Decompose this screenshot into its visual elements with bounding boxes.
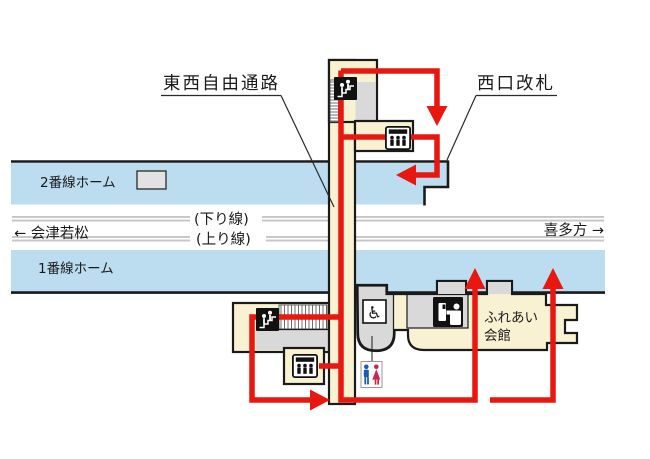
route-arrow-up-2: [542, 268, 564, 289]
west-gate-step-outline: [423, 160, 450, 206]
ticket-window-icon: [433, 297, 463, 327]
north-stairs-landing: [355, 82, 376, 122]
route-arrow-down: [426, 106, 448, 126]
up-line-label: (上り線): [196, 231, 251, 248]
building-name-line2: 会館: [484, 328, 511, 344]
wheelchair-icon: ♿: [362, 299, 387, 324]
restroom-female-figure: [372, 364, 381, 385]
stairs-icon-north: [333, 76, 358, 101]
route-east-to-platform: [490, 289, 556, 403]
down-line-label: (下り線): [194, 211, 249, 228]
building-door-north-1: [438, 282, 465, 294]
direction-right-label: 喜多方 →: [544, 222, 604, 239]
passage-label: 東西自由通路: [163, 74, 280, 94]
up-line-track: [12, 236, 604, 242]
building-door-north-2: [488, 282, 511, 294]
direction-left-label: ← 会津若松: [14, 225, 89, 242]
west-gate-leader-line: [446, 95, 477, 161]
route-arrow-up-1: [464, 268, 486, 289]
passage-leader-line: [280, 95, 335, 208]
tracks: (下り線) (上り線) ← 会津若松 喜多方 →: [12, 211, 604, 248]
stairs-icon-south: [255, 307, 280, 332]
route-top-to-elevator: [341, 68, 440, 108]
route-arrow-left: [396, 164, 416, 186]
building-name-line1: ふれあい: [484, 310, 538, 326]
platform-2-waiting-room: [136, 170, 167, 190]
platform-2-label: 2番線ホーム: [40, 175, 116, 191]
route-arrow-right: [310, 389, 330, 411]
restroom-icon: [360, 361, 383, 388]
route-south-stairs: [249, 314, 341, 403]
south-stair-house: [231, 301, 332, 354]
elevator-icon-north: [384, 126, 412, 151]
station-building: ふれあい 会館: [355, 279, 579, 353]
down-line-track: [12, 216, 604, 222]
platform-2: 2番線ホーム: [11, 160, 450, 206]
wheelchair-glyph: ♿: [367, 304, 382, 324]
west-gate-label: 西口改札: [477, 74, 555, 94]
route-main-to-building: [338, 70, 478, 403]
platform-1-label: 1番線ホーム: [38, 261, 114, 277]
annotations: 東西自由通路 西口改札: [161, 74, 557, 208]
south-stairs-landing: [256, 329, 330, 350]
map-icons: ♿: [255, 76, 463, 388]
restroom-male-figure: [363, 364, 369, 385]
elevator-icon-south: [291, 353, 319, 379]
platform-1: 1番線ホーム: [11, 250, 605, 294]
